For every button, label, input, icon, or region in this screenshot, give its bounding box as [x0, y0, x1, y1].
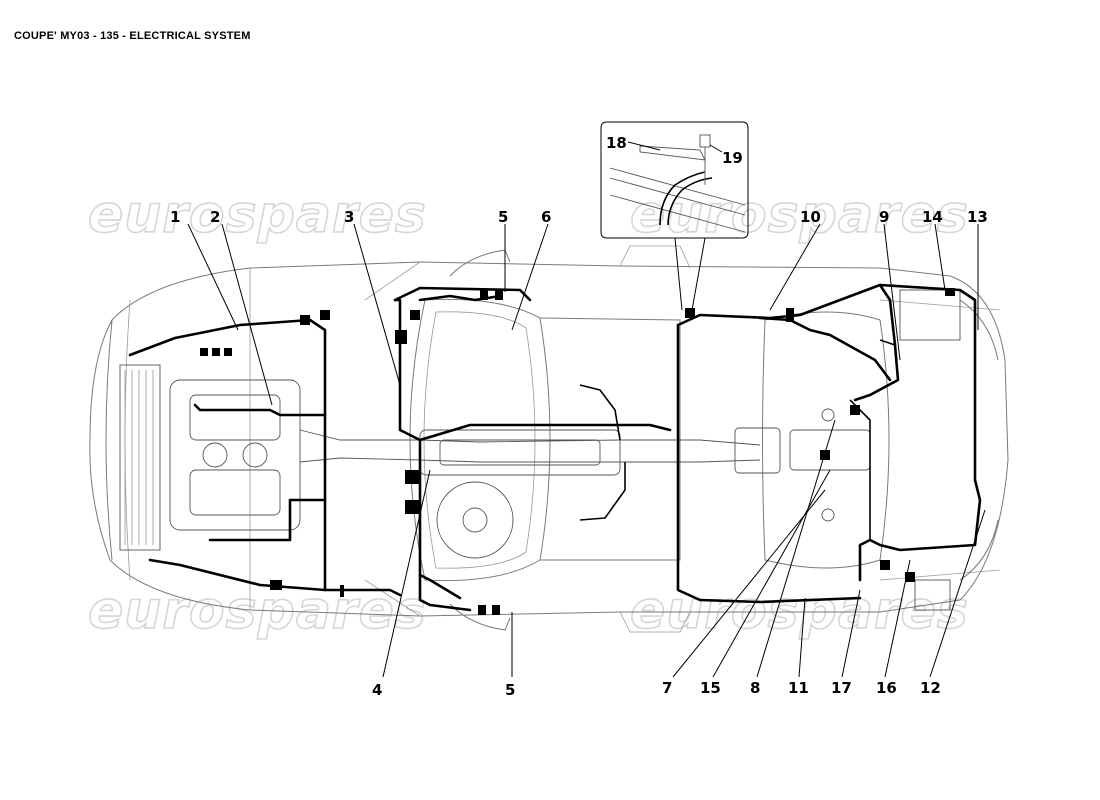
callout-5-bottom: 5	[505, 681, 515, 699]
diagram-title: COUPE' MY03 - 135 - ELECTRICAL SYSTEM	[14, 30, 251, 42]
watermark-top-left: eurospares	[88, 185, 427, 245]
watermark-bottom-right: eurospares	[630, 581, 969, 641]
callout-14: 14	[922, 208, 943, 226]
callout-2: 2	[210, 208, 220, 226]
callout-12: 12	[920, 679, 941, 697]
callout-18: 18	[606, 134, 627, 152]
callout-8: 8	[750, 679, 760, 697]
callout-3: 3	[344, 208, 354, 226]
callout-1: 1	[170, 208, 180, 226]
callout-15: 15	[700, 679, 721, 697]
connectors	[200, 288, 955, 615]
watermarks: eurospares eurospares eurospares eurospa…	[87, 184, 969, 642]
wiring-harness	[128, 283, 982, 612]
callout-11: 11	[788, 679, 809, 697]
callout-19: 19	[722, 149, 743, 167]
callout-7: 7	[662, 679, 672, 697]
inset-detail	[600, 121, 749, 311]
callout-4: 4	[372, 681, 382, 699]
callout-9: 9	[879, 208, 889, 226]
callout-16: 16	[876, 679, 897, 697]
callout-labels: 1 2 3 5 6 10 9 14 13 18 19 4 5 7 15 8 11…	[170, 134, 988, 699]
callout-17: 17	[831, 679, 852, 697]
leader-lines	[187, 141, 986, 678]
callout-5-top: 5	[498, 208, 508, 226]
engine-bay	[119, 289, 961, 611]
callout-10: 10	[800, 208, 821, 226]
watermark-top-right: eurospares	[630, 185, 969, 245]
callout-13: 13	[967, 208, 988, 226]
callout-6: 6	[541, 208, 551, 226]
